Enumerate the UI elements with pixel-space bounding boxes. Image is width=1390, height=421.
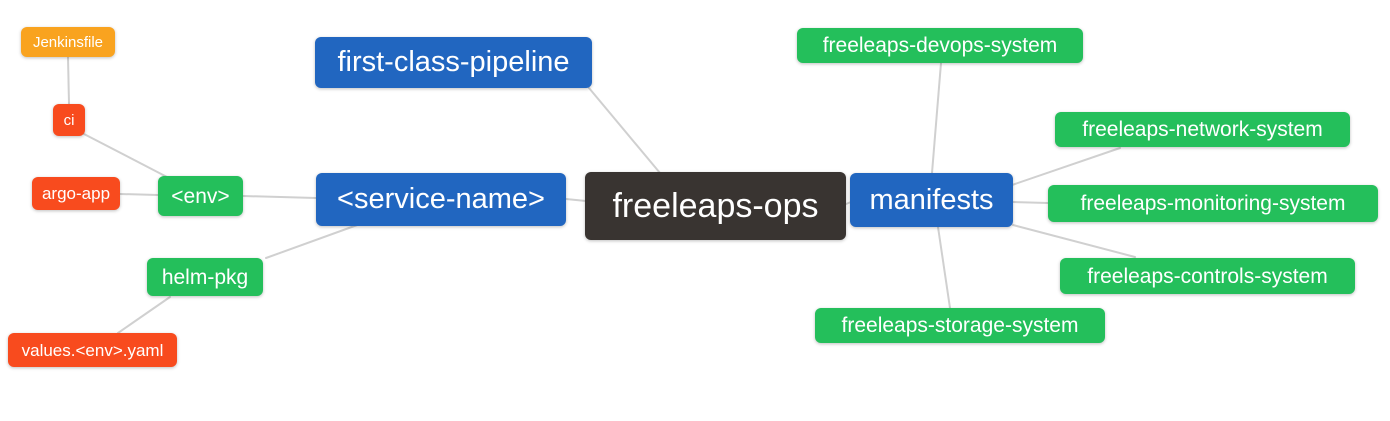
node-first-class-pipeline[interactable]: first-class-pipeline (315, 37, 592, 88)
node-service-name[interactable]: <service-name> (316, 173, 566, 226)
node-freeleaps-storage-system[interactable]: freeleaps-storage-system (815, 308, 1105, 343)
node-argo-app[interactable]: argo-app (32, 177, 120, 210)
node-helm-pkg[interactable]: helm-pkg (147, 258, 263, 296)
node-ci[interactable]: ci (53, 104, 85, 136)
node-env[interactable]: <env> (158, 176, 243, 216)
node-freeleaps-ops[interactable]: freeleaps-ops (585, 172, 846, 240)
node-jenkinsfile[interactable]: Jenkinsfile (21, 27, 115, 57)
node-freeleaps-devops-system[interactable]: freeleaps-devops-system (797, 28, 1083, 63)
node-freeleaps-network-system[interactable]: freeleaps-network-system (1055, 112, 1350, 147)
node-freeleaps-monitoring-system[interactable]: freeleaps-monitoring-system (1048, 185, 1378, 222)
node-freeleaps-controls-system[interactable]: freeleaps-controls-system (1060, 258, 1355, 294)
node-manifests[interactable]: manifests (850, 173, 1013, 227)
node-values-env-yaml[interactable]: values.<env>.yaml (8, 333, 177, 367)
